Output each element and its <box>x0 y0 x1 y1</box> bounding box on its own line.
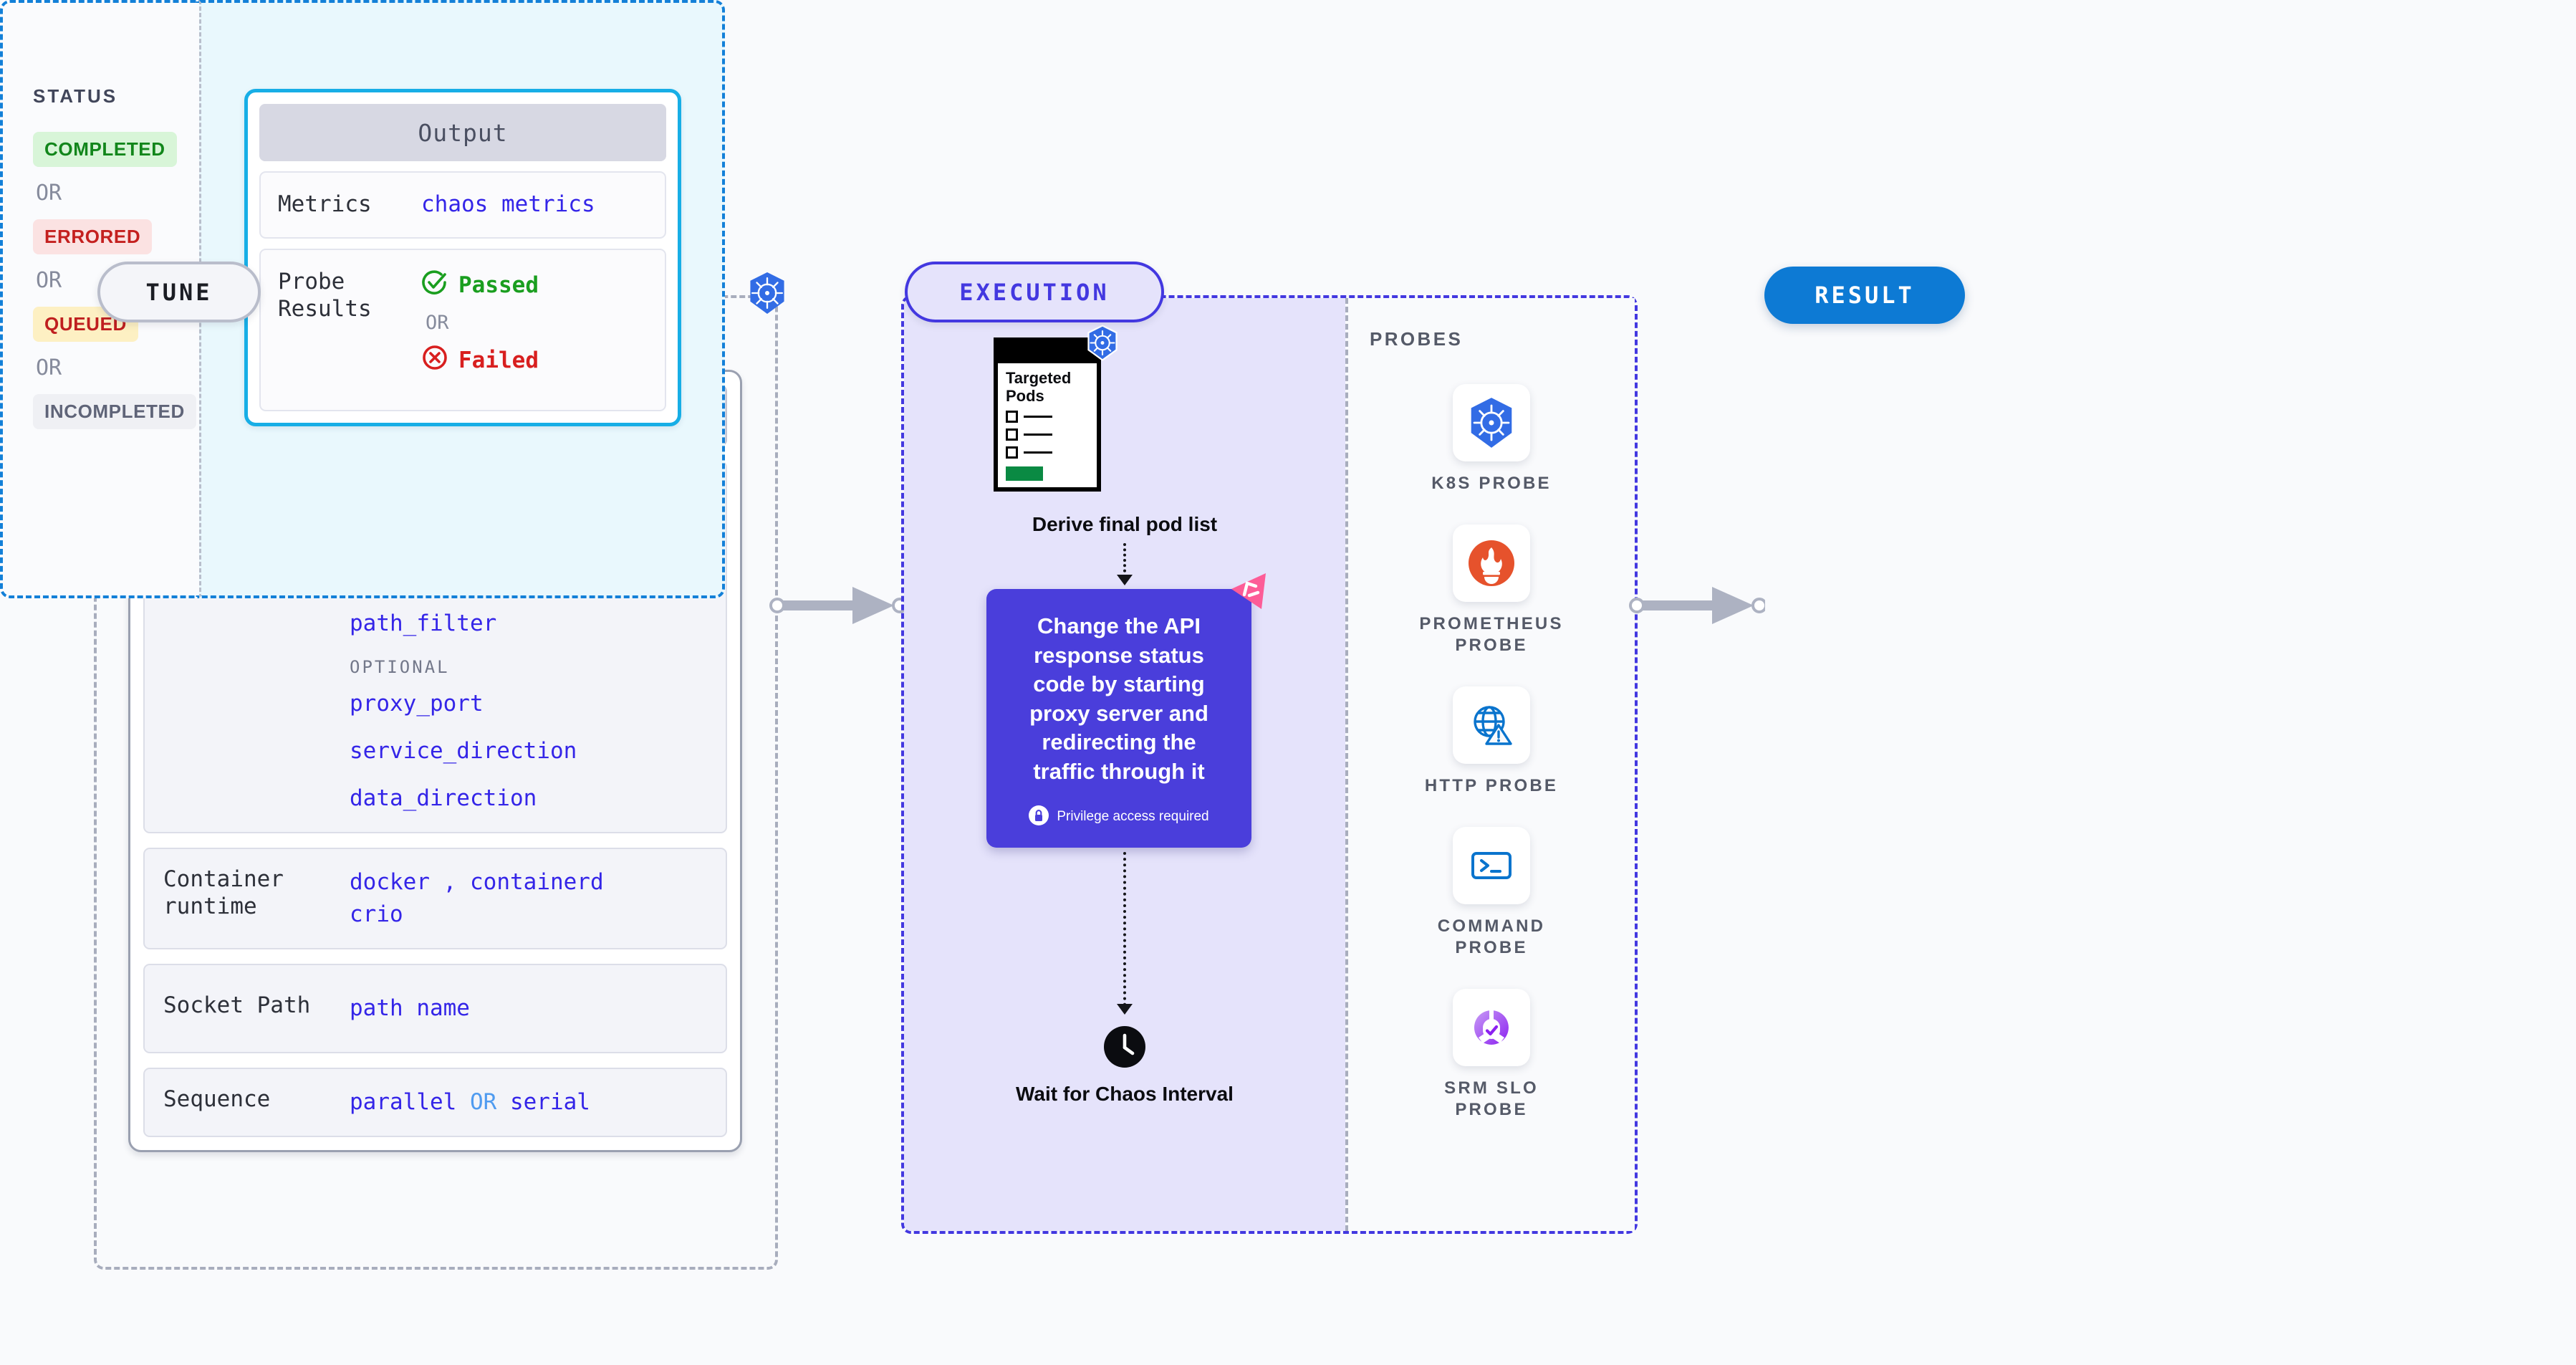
probe-result-failed: Failed <box>421 344 648 377</box>
tuneable-path-filter[interactable]: path_filter <box>350 610 497 636</box>
kubernetes-icon <box>1085 325 1120 365</box>
lock-icon <box>1029 805 1049 829</box>
wait-for-chaos-step: Wait for Chaos Interval <box>904 1025 1345 1106</box>
doc-check-row <box>998 428 1097 441</box>
probe-command[interactable]: COMMAND PROBE <box>1416 827 1567 959</box>
runtime-containerd[interactable]: containerd <box>470 869 604 896</box>
execution-flow-column: Targeted Pods <box>904 298 1345 1231</box>
sequence-serial[interactable]: serial <box>509 1089 590 1116</box>
probe-results-label: Probe Results <box>278 268 372 322</box>
status-badge-completed: COMPLETED <box>33 132 177 167</box>
probe-label: SRM SLO PROBE <box>1444 1078 1539 1119</box>
status-or: OR <box>36 268 62 293</box>
socket-path-label: Socket Path <box>163 992 311 1019</box>
probe-label: K8S PROBE <box>1431 474 1552 493</box>
result-badge[interactable]: RESULT <box>1764 267 1965 324</box>
probe-http[interactable]: HTTP PROBE <box>1425 686 1558 797</box>
sequence-label: Sequence <box>163 1086 271 1113</box>
socket-path-value[interactable]: path name <box>350 995 470 1022</box>
wait-for-chaos-label: Wait for Chaos Interval <box>1016 1083 1234 1105</box>
flow-arrow-icon <box>1117 575 1133 585</box>
result-output-column: Output Metrics chaos metrics Probe Resul… <box>199 0 725 598</box>
probe-result-or: OR <box>426 311 449 334</box>
metrics-row: Metrics chaos metrics <box>259 171 666 239</box>
globe-warning-icon <box>1453 686 1530 764</box>
terminal-icon <box>1453 827 1530 904</box>
execution-section: Targeted Pods <box>901 295 1638 1234</box>
passed-label: Passed <box>458 272 539 298</box>
targeted-pods-doc: Targeted Pods <box>994 325 1118 492</box>
status-badge-errored: ERRORED <box>33 219 153 254</box>
socket-path-row: Socket Path path name <box>143 964 727 1054</box>
probes-column: PROBES K8S <box>1345 298 1635 1231</box>
status-or: OR <box>36 181 62 206</box>
runtime-docker[interactable]: docker <box>350 869 430 896</box>
action-card-text: Change the API response status code by s… <box>1029 613 1208 785</box>
probe-k8s[interactable]: K8S PROBE <box>1431 384 1552 494</box>
chaos-flag-icon <box>1229 573 1269 614</box>
flow-connector-line <box>1123 852 1126 1006</box>
probe-result-passed: Passed <box>421 269 648 302</box>
connector-tune-to-execution <box>769 577 905 634</box>
tune-badge[interactable]: TUNE <box>97 262 261 322</box>
probe-label: HTTP PROBE <box>1424 776 1559 795</box>
probe-label: COMMAND PROBE <box>1437 916 1546 957</box>
probe-label: PROMETHEUS PROBE <box>1419 614 1564 655</box>
execution-badge[interactable]: EXECUTION <box>905 262 1164 322</box>
check-circle-icon <box>421 269 448 302</box>
sequence-parallel[interactable]: parallel <box>350 1089 457 1116</box>
runtime-crio[interactable]: crio <box>350 901 403 928</box>
prometheus-icon <box>1453 525 1530 602</box>
tuneable-service-direction[interactable]: service_direction <box>350 738 577 765</box>
tuneable-data-direction[interactable]: data_direction <box>350 785 537 812</box>
optional-group-label: OPTIONAL <box>350 656 450 677</box>
x-circle-icon <box>421 344 448 377</box>
doc-check-row <box>998 446 1097 459</box>
derive-pod-list-label: Derive final pod list <box>1032 513 1218 535</box>
sequence-joiner: OR <box>469 1089 497 1116</box>
probe-prometheus[interactable]: PROMETHEUS PROBE <box>1416 525 1567 656</box>
doc-topbar <box>998 342 1097 363</box>
runtime-separator: , <box>443 869 457 896</box>
flow-connector-line <box>1123 543 1126 578</box>
doc-progress-bar <box>1006 466 1043 482</box>
flow-arrow-icon <box>1117 1004 1133 1015</box>
failed-label: Failed <box>458 347 539 373</box>
sequence-row: Sequence parallel OR serial <box>143 1068 727 1137</box>
tuneable-proxy-port[interactable]: proxy_port <box>350 691 484 717</box>
kubernetes-icon <box>746 271 788 315</box>
kubernetes-icon <box>1452 384 1530 461</box>
doc-title: Targeted Pods <box>1006 369 1072 405</box>
privilege-note: Privilege access required <box>1057 809 1209 825</box>
probe-results-row: Probe Results Passed OR <box>259 248 666 411</box>
connector-execution-to-result <box>1629 577 1765 634</box>
output-card: Output Metrics chaos metrics Probe Resul… <box>244 89 681 426</box>
container-runtime-label: Container runtime <box>163 866 284 920</box>
output-title: Output <box>259 104 666 161</box>
action-card: Change the API response status code by s… <box>986 573 1266 848</box>
status-badge-incompleted: INCOMPLETED <box>33 394 196 429</box>
container-runtime-row: Container runtime docker , containerd cr… <box>143 848 727 950</box>
status-title: STATUS <box>33 85 118 107</box>
doc-check-row <box>998 411 1097 423</box>
probes-title: PROBES <box>1370 328 1464 350</box>
metrics-value[interactable]: chaos metrics <box>421 191 595 217</box>
status-or: OR <box>36 355 62 380</box>
probe-srm-slo[interactable]: SRM SLO PROBE <box>1416 989 1567 1121</box>
srm-slo-icon <box>1453 989 1530 1066</box>
clock-icon <box>1103 1026 1146 1071</box>
metrics-label: Metrics <box>278 191 372 217</box>
